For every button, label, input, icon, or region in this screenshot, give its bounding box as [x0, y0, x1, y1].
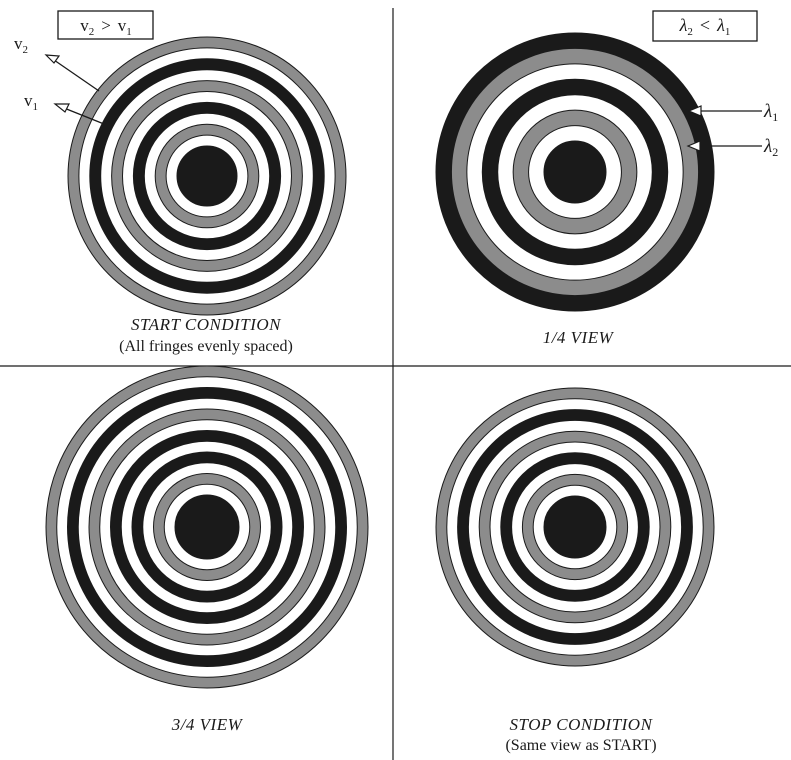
- fringe-center-spot: [544, 141, 606, 203]
- fringe-center-spot: [544, 496, 606, 558]
- start-subcaption: (All fringes evenly spaced): [119, 338, 293, 355]
- lambda1-label: λ1: [763, 101, 778, 124]
- wavelength-legend: λ2<λ1: [653, 11, 757, 41]
- stop-caption: STOP CONDITION: [510, 715, 654, 734]
- fringe-center-spot: [175, 495, 239, 559]
- lambda2-label: λ2: [763, 136, 778, 159]
- three-quarter-view-fringe-pattern: [46, 366, 368, 688]
- stop-condition-fringe-pattern: [436, 388, 714, 666]
- v2-arrow-line: [54, 60, 99, 91]
- velocity-legend-text: v2>v1: [80, 16, 132, 38]
- velocity-legend: v2>v1: [58, 11, 153, 39]
- v1-arrow-head: [55, 104, 69, 112]
- start-caption: START CONDITION: [131, 315, 282, 334]
- wavelength-legend-text: λ2<λ1: [679, 15, 731, 38]
- stop-subcaption: (Same view as START): [505, 737, 656, 754]
- v2-callout: v2: [14, 34, 99, 91]
- quarter-caption: 1/4 VIEW: [543, 328, 615, 347]
- start-condition-fringe-pattern: [68, 37, 346, 315]
- v2-label: v2: [14, 34, 28, 56]
- fringe-center-spot: [177, 146, 237, 206]
- quarter-view-fringe-pattern: [436, 33, 714, 311]
- three-quarter-caption: 3/4 VIEW: [171, 715, 244, 734]
- v1-label: v1: [24, 91, 38, 113]
